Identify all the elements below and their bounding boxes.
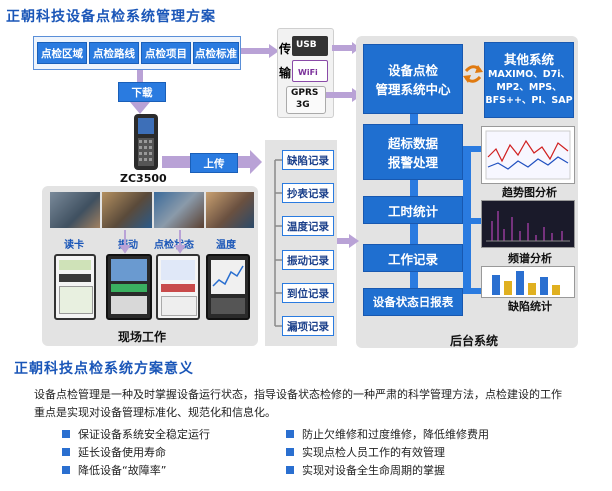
bullet-square-icon	[62, 430, 70, 438]
trend-chart-thumbnail	[481, 126, 575, 184]
bullet-right-1: 防止欠维修和过度维修，降低维修费用	[286, 426, 489, 442]
other-systems-line-2: MP2、MPS、	[496, 82, 562, 93]
gprs-label-2: 3G	[296, 100, 310, 110]
main-title: 正朝科技设备点检系统管理方案	[6, 9, 216, 25]
transfer-char-1: 传	[279, 42, 292, 56]
bullet-left-1: 保证设备系统安全稳定运行	[62, 426, 210, 442]
spectrum-chart-thumbnail	[481, 200, 575, 248]
trend-chart-graphic	[485, 130, 571, 180]
photo-temperature	[206, 192, 254, 228]
bullet-square-icon	[286, 466, 294, 474]
bullet-text: 保证设备系统安全稳定运行	[78, 428, 210, 441]
handheld-device-icon	[134, 114, 158, 170]
tag-inspection-item: 点检项目	[141, 42, 191, 64]
wifi-icon	[292, 60, 328, 82]
device-model-label: ZC3500	[120, 172, 167, 185]
other-systems-line-1: MAXIMO、D7i、	[488, 69, 570, 80]
defect-stats-thumbnail	[481, 266, 575, 298]
other-systems-line-3: BFS++、PI、SAP	[485, 95, 573, 106]
tag-inspection-area: 点检区域	[37, 42, 87, 64]
chart-connector-3	[463, 288, 481, 294]
work-records: 工作记录	[363, 244, 463, 272]
bullet-square-icon	[286, 430, 294, 438]
description-line-2: 重点是实现对设备管理标准化、规范化和信息化。	[34, 406, 276, 419]
bullet-square-icon	[62, 448, 70, 456]
bullet-text: 实现点检人员工作的有效管理	[302, 446, 445, 459]
download-label: 下载	[118, 82, 166, 102]
photo-vibration	[102, 192, 152, 228]
record-missed-item: 漏项记录	[282, 316, 334, 336]
center-line-1: 设备点检	[387, 63, 438, 78]
photo-inspection-status	[154, 192, 204, 228]
tag-inspection-route: 点检路线	[89, 42, 139, 64]
photo-down-arrows	[119, 230, 186, 254]
transfer-char-2: 输	[279, 66, 292, 80]
bullet-text: 降低设备“故障率”	[78, 464, 167, 477]
defect-stats-graphic	[492, 271, 560, 295]
alarm-processing: 超标数据 报警处理	[363, 124, 463, 180]
record-temperature: 温度记录	[282, 216, 334, 236]
center-line-2: 管理系统中心	[375, 82, 451, 97]
alarm-line-2: 报警处理	[387, 155, 438, 170]
bullet-left-3: 降低设备“故障率”	[62, 462, 166, 478]
record-vibration: 振动记录	[282, 250, 334, 270]
bullet-right-2: 实现点检人员工作的有效管理	[286, 444, 445, 460]
arrow-tags-to-transfer	[241, 44, 279, 58]
records-column	[265, 140, 337, 346]
record-meter-reading: 抄表记录	[282, 183, 334, 203]
bullet-text: 实现对设备全生命周期的掌握	[302, 464, 445, 477]
records-bracket	[274, 159, 283, 327]
record-arrival: 到位记录	[282, 283, 334, 303]
bullet-left-2: 延长设备使用寿命	[62, 444, 166, 460]
usb-icon	[292, 36, 328, 56]
device-screen-2	[106, 254, 152, 320]
arrow-usb-to-center	[332, 42, 360, 54]
gprs-icon	[286, 86, 326, 114]
chart-connector-1	[463, 146, 481, 152]
chart-connector-2	[463, 218, 481, 224]
bullet-square-icon	[62, 466, 70, 474]
alarm-line-1: 超标数据	[387, 136, 438, 151]
bullet-square-icon	[286, 448, 294, 456]
arrow-gprs-to-center	[326, 88, 362, 102]
usb-label: USB	[296, 40, 317, 50]
device-screen-4	[206, 254, 250, 320]
spectrum-chart-graphic	[486, 211, 570, 242]
defect-stats-label: 缺陷统计	[508, 300, 552, 313]
photo-label-inspection-status: 点检状态	[154, 240, 194, 251]
photo-label-card-reading: 读卡	[64, 240, 84, 251]
upload-label: 上传	[190, 153, 238, 173]
bullet-text: 延长设备使用寿命	[78, 446, 166, 459]
other-systems-title: 其他系统	[503, 52, 554, 67]
equipment-daily-report: 设备状态日报表	[363, 288, 463, 316]
photo-label-temperature: 温度	[216, 240, 236, 251]
bullet-right-3: 实现对设备全生命周期的掌握	[286, 462, 445, 478]
backend-panel-title: 后台系统	[450, 334, 499, 348]
bullet-text: 防止欠维修和过度维修，降低维修费用	[302, 428, 489, 441]
description-line-1: 设备点检管理是一种及时掌握设备运行状态，指导设备状态检修的一种严肃的科学管理方法…	[34, 388, 562, 401]
work-hours-stats: 工时统计	[363, 196, 463, 224]
device-screen-1	[54, 254, 96, 320]
arrow-records-to-backend	[337, 234, 359, 248]
spectrum-chart-label: 频谱分析	[508, 252, 552, 265]
gprs-label-1: GPRS	[291, 88, 319, 98]
field-work-title: 现场工作	[118, 330, 167, 344]
wifi-label: WiFi	[298, 68, 318, 77]
download-arrow-icon	[130, 70, 150, 114]
record-defect: 缺陷记录	[282, 150, 334, 170]
device-screen-3	[156, 254, 200, 320]
management-center: 设备点检 管理系统中心	[363, 44, 463, 114]
trend-chart-label: 趋势图分析	[502, 186, 557, 199]
sync-arrows-icon	[463, 65, 483, 83]
tag-inspection-standard: 点检标准	[193, 42, 239, 64]
significance-title: 正朝科技点检系统方案意义	[14, 361, 194, 377]
other-systems-box: 其他系统 MAXIMO、D7i、 MP2、MPS、 BFS++、PI、SAP	[484, 42, 574, 118]
photo-card-reading	[50, 192, 100, 228]
